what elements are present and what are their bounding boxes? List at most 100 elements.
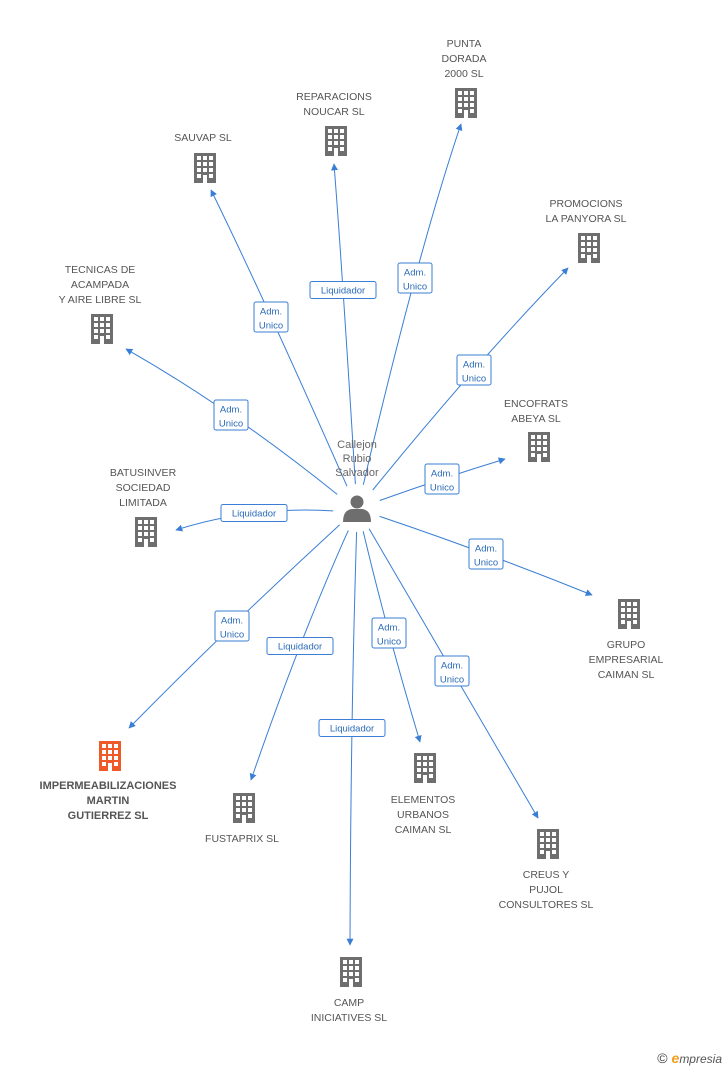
edge-reparacions-noucar: [331, 163, 356, 485]
edge-role-text: Adm.: [220, 405, 242, 416]
edge-label-grupo-caiman[interactable]: Adm.Unico: [468, 538, 504, 570]
company-name-line: CREUS Y: [523, 869, 570, 881]
edge-label-reparacions-noucar[interactable]: Liquidador: [309, 281, 377, 299]
edge-role-text: Unico: [403, 282, 427, 293]
edge-label-fustaprix[interactable]: Liquidador: [266, 637, 334, 655]
edge-role-text: Liquidador: [321, 286, 365, 297]
company-node-punta-dorada[interactable]: PUNTA DORADA 2000 SL: [442, 38, 487, 118]
company-node-sauvap[interactable]: SAUVAP SL: [174, 132, 232, 183]
company-name-line: ELEMENTOS: [391, 794, 456, 806]
building-icon: [528, 432, 550, 462]
edge-label-box: [371, 617, 407, 649]
company-name-line: PUNTA: [447, 38, 482, 50]
edge-role-text: Unico: [259, 321, 283, 332]
company-name-line: FUSTAPRIX SL: [205, 833, 279, 845]
edge-label-camp-iniciatives[interactable]: Liquidador: [318, 719, 386, 737]
company-name-line: INICIATIVES SL: [311, 1012, 387, 1024]
person-name-line: Callejon: [337, 439, 377, 451]
company-name-line: CAIMAN SL: [598, 669, 655, 681]
edge-role-text: Unico: [462, 374, 486, 385]
person-name-line: Salvador: [335, 467, 379, 479]
building-icon: [99, 741, 121, 771]
company-name-line: GRUPO: [607, 639, 646, 651]
edge-role-text: Adm.: [431, 469, 453, 480]
edge-label-box: [213, 399, 249, 431]
edge-role-text: Unico: [219, 419, 243, 430]
person-icon: [343, 495, 371, 522]
company-name-line: DORADA: [442, 53, 487, 65]
edge-role-text: Unico: [220, 630, 244, 641]
company-name-line: MARTIN: [87, 795, 130, 807]
company-name-line: CAIMAN SL: [395, 824, 452, 836]
edge-label-impermeabilizaciones[interactable]: Adm. Unico: [214, 610, 250, 642]
edge-label-punta-dorada[interactable]: Adm. Unico: [397, 262, 433, 294]
edge-label-box: [253, 301, 289, 333]
building-icon: [414, 753, 436, 783]
person-name-line: Rubio: [343, 453, 372, 465]
building-icon: [135, 517, 157, 547]
company-node-encofrats-abeya[interactable]: ENCOFRATS ABEYA SL: [504, 398, 568, 462]
company-name-line: ABEYA SL: [511, 413, 561, 425]
copyright-icon: ©: [657, 1050, 668, 1066]
company-node-fustaprix[interactable]: FUSTAPRIX SL: [205, 793, 279, 845]
building-icon: [91, 314, 113, 344]
edge-role-text: Adm.: [404, 268, 426, 279]
edge-label-box: [214, 610, 250, 642]
edge-role-text: Liquidador: [330, 724, 374, 735]
building-icon: [233, 793, 255, 823]
company-name-line: TECNICAS DE: [65, 264, 136, 276]
company-node-tecnicas-acampada[interactable]: TECNICAS DE ACAMPADA Y AIRE LIBRE SL: [59, 264, 142, 344]
company-name-line: CONSULTORES SL: [499, 899, 594, 911]
footer-brand[interactable]: ©empresia: [657, 1050, 722, 1066]
edge-label-box: [220, 504, 288, 522]
building-icon: [455, 88, 477, 118]
building-icon: [578, 233, 600, 263]
company-name-line: GUTIERREZ SL: [68, 810, 149, 822]
building-icon: [537, 829, 559, 859]
company-name-line: Y AIRE LIBRE SL: [59, 294, 142, 306]
company-name-line: ACAMPADA: [71, 279, 129, 291]
company-name-line: URBANOS: [397, 809, 449, 821]
brand-name: mpresia: [679, 1052, 722, 1066]
building-icon: [618, 599, 640, 629]
edge-label-box: [456, 354, 492, 386]
edge-label-sauvap[interactable]: Adm.Unico: [253, 301, 289, 333]
edge-role-text: Liquidador: [278, 642, 322, 653]
edge-role-text: Unico: [474, 558, 498, 569]
company-name-line: LIMITADA: [119, 497, 167, 509]
company-name-line: ENCOFRATS: [504, 398, 568, 410]
edge-label-box: [468, 538, 504, 570]
edge-label-box: [266, 637, 334, 655]
edge-label-tecnicas-acampada[interactable]: Adm. Unico: [213, 399, 249, 431]
edge-label-box: [318, 719, 386, 737]
edge-role-text: Unico: [440, 675, 464, 686]
company-name-line: SAUVAP SL: [174, 132, 232, 144]
edge-label-promocions-panyora[interactable]: Adm.Unico: [456, 354, 492, 386]
company-node-impermeabilizaciones[interactable]: IMPERMEABILIZACIONES MARTIN GUTIERREZ SL: [40, 741, 177, 822]
edge-role-text: Adm.: [221, 616, 243, 627]
edge-label-batusinver[interactable]: Liquidador: [220, 504, 288, 522]
company-node-elementos-urbanos[interactable]: ELEMENTOS URBANOS CAIMAN SL: [391, 753, 456, 836]
edge-label-elementos-urbanos[interactable]: Adm.Unico: [371, 617, 407, 649]
edge-label-creus-pujol[interactable]: Adm.Unico: [434, 655, 470, 687]
edge-label-box: [424, 463, 460, 495]
company-name-line: EMPRESARIAL: [589, 654, 664, 666]
company-node-grupo-caiman[interactable]: GRUPO EMPRESARIAL CAIMAN SL: [589, 599, 664, 681]
company-name-line: IMPERMEABILIZACIONES: [40, 780, 177, 792]
company-name-line: LA PANYORA SL: [546, 213, 627, 225]
brand-logo-initial: e: [671, 1050, 680, 1066]
edge-label-encofrats-abeya[interactable]: Adm.Unico: [424, 463, 460, 495]
edge-label-box: [434, 655, 470, 687]
company-name-line: SOCIEDAD: [116, 482, 171, 494]
company-name-line: REPARACIONS: [296, 91, 372, 103]
company-name-line: 2000 SL: [444, 68, 483, 80]
building-icon: [340, 957, 362, 987]
edge-fustaprix: [249, 530, 349, 781]
